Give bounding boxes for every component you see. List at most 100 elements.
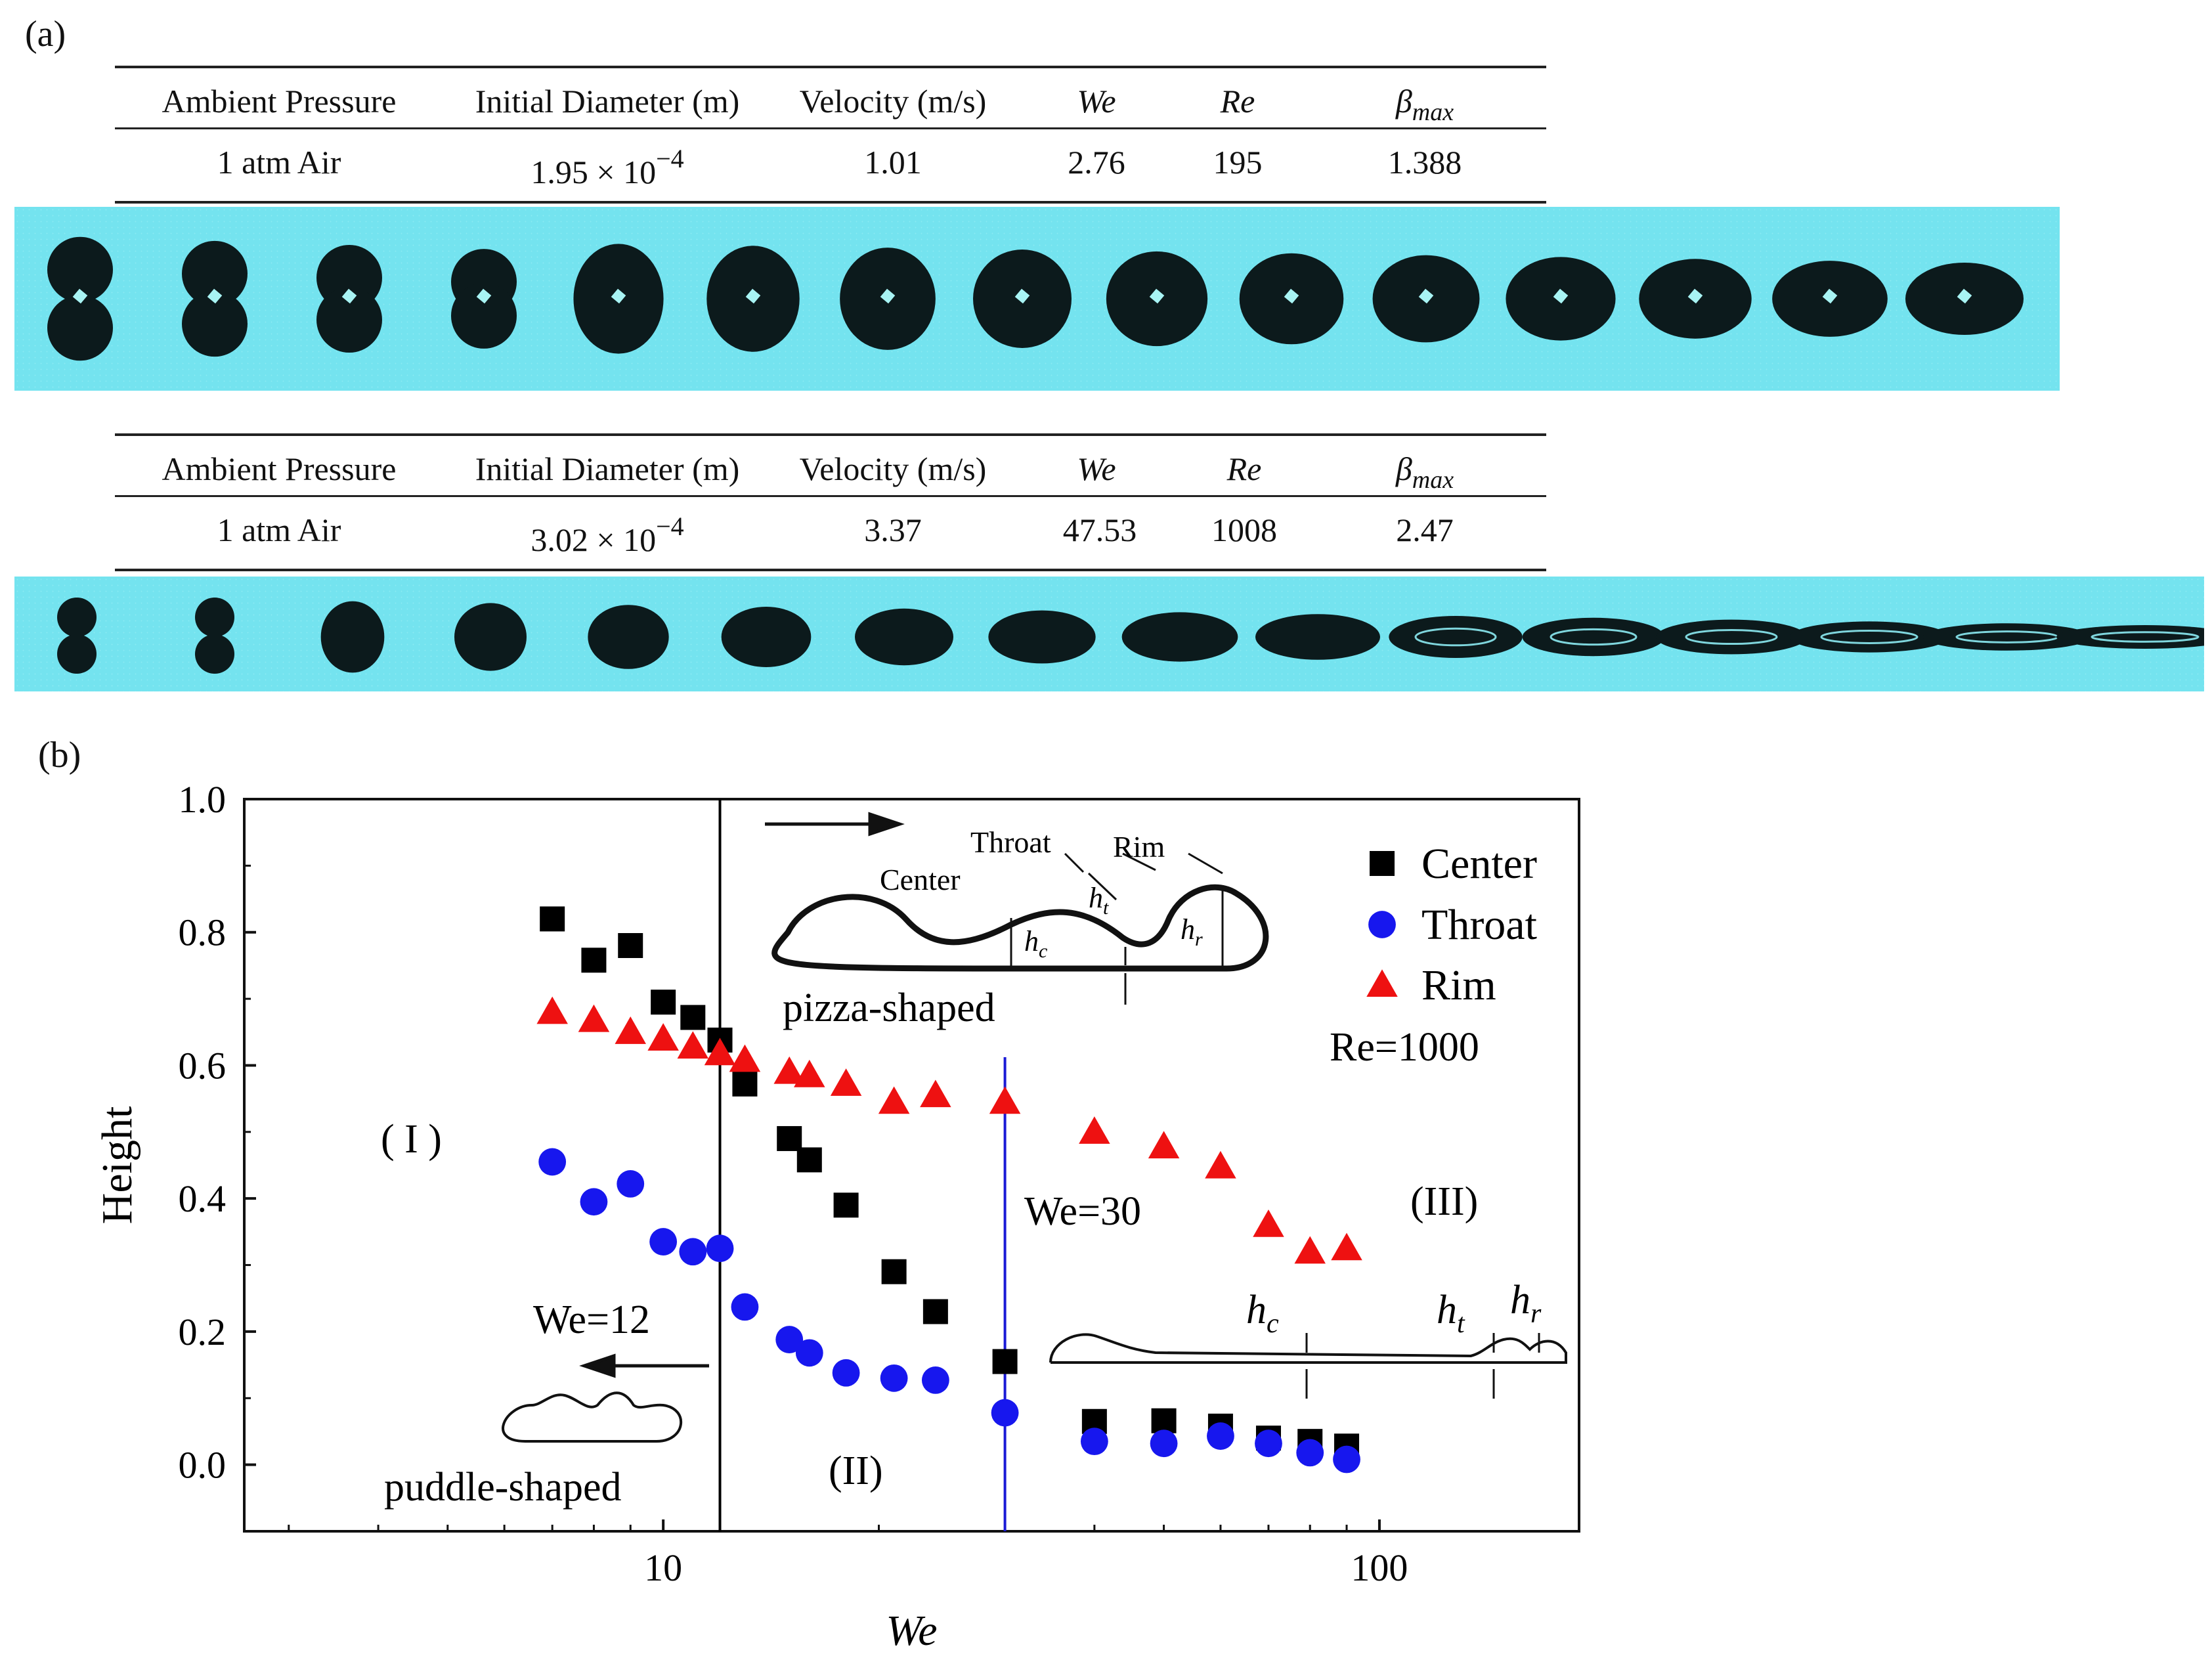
hr-subscript: r [1195,928,1203,950]
x-tick-label: 10 [644,1546,682,1589]
film-ht-symbol: h [1437,1288,1457,1332]
data-point-square [881,1259,907,1284]
throat-label: Throat [970,825,1051,859]
ht-subscript: t [1103,897,1109,919]
ht-symbol: h [1089,882,1103,914]
data-point-circle [1207,1422,1234,1450]
hc-symbol: h [1024,925,1039,957]
we12-label: We=12 [533,1298,650,1342]
droplet-frame [588,605,669,669]
data-point-circle [921,1366,949,1394]
droplet-frame [1905,263,2024,335]
header-initial-diameter: Initial Diameter (m) [475,450,740,487]
droplet-frame [1239,253,1344,345]
puddle-shaped-label: puddle-shaped [384,1465,622,1510]
data-point-circle [880,1364,908,1392]
data-point-triangle [830,1068,862,1096]
film-hc-label: hc [1246,1288,1279,1339]
y-tick-label: 0.6 [179,1044,227,1087]
data-point-triangle [704,1037,736,1066]
data-point-circle [649,1228,678,1255]
legend-item-center: Center [1370,840,1537,888]
region-2-label: (II) [829,1449,883,1493]
beta-symbol: β [1395,450,1412,487]
film-ht-subscript: t [1457,1309,1465,1339]
value-re: 195 [1213,144,1263,181]
header-beta-max: βmax [1396,450,1454,494]
film-ht-label: ht [1437,1288,1465,1339]
data-point-square [651,990,676,1015]
data-point-circle [679,1238,707,1266]
center-label: Center [880,863,961,896]
hr-symbol: h [1181,913,1195,946]
droplet-frame [973,250,1072,348]
arrow-left-icon [579,1353,616,1378]
film-hr-symbol: h [1510,1278,1530,1322]
droplet-frame [1106,251,1208,347]
data-point-square [833,1192,859,1218]
panel-b-label: (b) [38,735,81,775]
data-point-triangle [989,1086,1021,1114]
header-we: We [1077,83,1116,120]
data-point-circle [580,1188,608,1216]
value-velocity: 1.01 [864,144,922,181]
table-bottom-rule [115,569,1546,571]
droplet-frame [573,244,664,354]
data-point-circle [731,1293,759,1321]
value-ambient-pressure: 1 atm Air [217,144,341,181]
data-point-triangle [794,1059,825,1087]
table-mid-rule [115,495,1546,497]
data-point-square [540,906,565,932]
region-1-label: ( I ) [381,1117,442,1162]
droplet-frame [1772,261,1888,337]
droplet-frame [195,598,234,674]
data-point-square [992,1349,1018,1374]
droplet-frame [316,244,382,353]
data-point-triangle [1294,1236,1326,1264]
data-point-circle [991,1399,1019,1427]
droplet-frame [182,240,248,357]
beta-subscript: max [1412,98,1454,126]
data-point-circle [1080,1428,1108,1456]
data-point-triangle [1253,1209,1284,1237]
series-rim [536,996,1362,1264]
film-hr-label: hr [1510,1278,1542,1329]
data-point-triangle [1148,1131,1180,1159]
value-we: 47.53 [1062,512,1137,548]
droplet-frame [451,249,517,349]
direction-arrows [579,812,905,1378]
beta-symbol: β [1395,83,1412,120]
droplet-frame [1255,614,1380,660]
data-point-square [680,1005,706,1030]
droplet-sequence-2 [14,577,2204,691]
header-initial-diameter: Initial Diameter (m) [475,83,740,120]
data-point-triangle [677,1031,709,1059]
droplet-frame [57,598,97,674]
hr-label: hr [1181,913,1203,950]
header-re: Re [1220,83,1255,120]
value-we: 2.76 [1068,144,1125,181]
droplet-frame [1506,257,1616,341]
diameter-exponent: −4 [656,144,684,173]
droplet-frame [454,603,527,671]
droplet-frame [47,236,113,361]
data-point-square [796,1147,822,1173]
film-shape-profile [1049,1333,1567,1364]
rim-label: Rim [1113,830,1165,863]
value-initial-diameter: 3.02 × 10−4 [531,511,683,559]
droplet-frame [855,608,953,666]
droplet-frame [840,248,936,350]
panel-a-label: (a) [25,14,66,55]
y-axis-label: Height [93,1106,141,1225]
hc-subscript: c [1039,940,1047,962]
data-point-circle [1296,1439,1324,1467]
plot-frame [243,798,1580,1533]
header-velocity: Velocity (m/s) [799,450,987,487]
pizza-dimension-arrows [1010,852,1224,1005]
y-tick-label: 1.0 [179,778,227,821]
data-point-square [618,933,643,958]
shape-insets [502,812,1567,1443]
